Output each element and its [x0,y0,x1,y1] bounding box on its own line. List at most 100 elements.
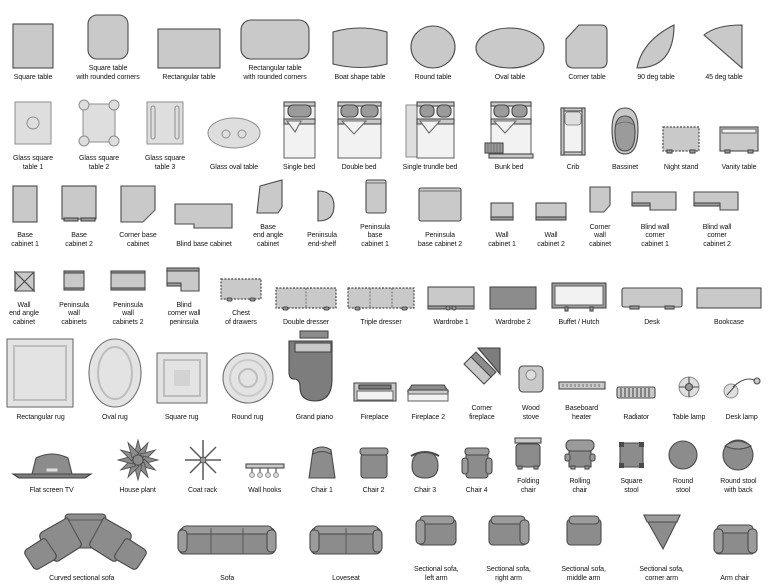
symbol-peninsula-base-cabinet-1[interactable]: Peninsula base cabinet 1 [348,175,402,249]
symbol-blind-corner-wall-peninsula[interactable]: Blind corner wall peninsula [156,253,212,327]
symbol-label: Round rug [231,413,264,421]
symbol-triple-dresser[interactable]: Triple dresser [342,270,420,327]
symbol-rolling-chair[interactable]: Rolling chair [554,427,606,495]
symbol-sectional-sofa-middle-arm[interactable]: Sectional sofa, middle arm [546,501,622,583]
symbol-wall-cabinet-2[interactable]: Wall cabinet 2 [526,183,576,249]
symbol-base-cabinet-2[interactable]: Base cabinet 2 [50,183,108,249]
symbol-chair-1[interactable]: Chair 1 [296,436,348,495]
symbol-corner-base-cabinet[interactable]: Corner base cabinet [108,183,168,249]
symbol-corner-fireplace[interactable]: Corner fireplace [456,326,509,422]
symbol-peninsula-end-shelf[interactable]: Peninsula end-shelf [296,183,348,249]
symbol-blind-base-cabinet[interactable]: Blind base cabinet [168,192,240,249]
symbol-wall-cabinet-1[interactable]: Wall cabinet 1 [478,183,526,249]
symbol-wall-hooks[interactable]: Wall hooks [233,436,296,495]
symbol-label: Desk [644,318,660,326]
symbol-vanity-table[interactable]: Vanity table [710,99,768,172]
symbol-curved-sectional-sofa[interactable]: Curved sectional sofa [0,510,163,583]
bassinet-icon [607,99,643,161]
symbol-bookcase[interactable]: Bookcase [690,270,768,327]
symbol-label: Oval table [494,73,526,81]
symbol-rectangular-rug[interactable]: Rectangular rug [0,335,81,422]
symbol-chair-3[interactable]: Chair 3 [399,436,451,495]
fireplace-icon [351,335,399,411]
symbol-folding-chair[interactable]: Folding chair [502,427,554,495]
symbol-buffet-hutch[interactable]: Buffet / Hutch [544,270,614,327]
symbol-bunk-bed[interactable]: Bunk bed [470,99,548,172]
symbol-label: Square stool [620,478,643,494]
symbol-45-deg-table[interactable]: 45 deg table [690,21,758,82]
symbol-night-stand[interactable]: Night stand [652,99,710,172]
symbol-rectangular-table-rounded[interactable]: Rectangular table with rounded corners [228,12,322,82]
symbol-90-deg-table[interactable]: 90 deg table [622,21,690,82]
blind-wall-corner-cabinet-1-icon [628,175,682,221]
coat-rack-icon [180,436,226,484]
symbol-radiator[interactable]: Radiator [610,335,663,422]
symbol-glass-square-table-2[interactable]: Glass square table 2 [66,94,132,172]
symbol-base-cabinet-1[interactable]: Base cabinet 1 [0,183,50,249]
symbol-round-rug[interactable]: Round rug [215,335,281,422]
symbol-desk[interactable]: Desk [614,270,690,327]
symbol-label: Wood stove [521,405,540,421]
symbol-fireplace-2[interactable]: Fireplace 2 [401,335,456,422]
symbol-coat-rack[interactable]: Coat rack [172,436,233,495]
chest-of-drawers-icon [217,261,265,307]
symbol-rectangular-table[interactable]: Rectangular table [150,21,228,82]
symbol-corner-table[interactable]: Corner table [552,21,622,82]
symbol-label: Triple dresser [360,318,402,326]
symbol-oval-rug[interactable]: Oval rug [81,335,149,422]
symbol-desk-lamp[interactable]: Desk lamp [715,335,768,422]
symbol-arm-chair[interactable]: Arm chair [701,510,768,583]
symbol-single-trundle-bed[interactable]: Single trundle bed [390,99,470,172]
symbol-fireplace[interactable]: Fireplace [348,335,401,422]
symbol-round-table[interactable]: Round table [398,21,468,82]
symbol-wall-end-angle-cabinet[interactable]: Wall end angle cabinet [0,253,48,327]
symbol-crib[interactable]: Crib [548,99,598,172]
desk-icon [619,270,685,316]
symbol-square-stool[interactable]: Square stool [606,427,658,495]
symbol-double-bed[interactable]: Double bed [328,99,390,172]
symbol-bassinet[interactable]: Bassinet [598,99,652,172]
symbol-single-bed[interactable]: Single bed [270,99,328,172]
symbol-base-end-angle-cabinet[interactable]: Base end angle cabinet [240,175,296,249]
symbol-table-lamp[interactable]: Table lamp [663,335,716,422]
symbol-round-stool-with-back[interactable]: Round stool with back [709,427,768,495]
symbol-label: House plant [119,486,156,494]
symbol-blind-wall-corner-cabinet-1[interactable]: Blind wall corner cabinet 1 [624,175,686,249]
symbol-sofa[interactable]: Sofa [163,510,290,583]
symbol-peninsula-wall-cabinets[interactable]: Peninsula wall cabinets [48,253,100,327]
symbol-loveseat[interactable]: Loveseat [291,510,401,583]
symbol-oval-table[interactable]: Oval table [468,21,552,82]
symbol-boat-shape-table[interactable]: Boat shape table [322,21,398,82]
symbol-blind-wall-corner-cabinet-2[interactable]: Blind wall corner cabinet 2 [686,175,748,249]
symbol-sectional-sofa-right-arm[interactable]: Sectional sofa, right arm [471,501,545,583]
symbol-square-table-rounded[interactable]: Square table with rounded corners [66,12,150,82]
symbol-glass-square-table-1[interactable]: Glass square table 1 [0,94,66,172]
symbol-sectional-sofa-corner-arm[interactable]: Sectional sofa, corner arm [622,501,702,583]
symbol-chair-4[interactable]: Chair 4 [451,436,503,495]
symbol-square-rug[interactable]: Square rug [149,335,215,422]
symbol-sectional-sofa-left-arm[interactable]: Sectional sofa, left arm [401,501,471,583]
symbol-wood-stove[interactable]: Wood stove [508,326,553,422]
symbol-flat-screen-tv[interactable]: Flat screen TV [0,436,103,495]
symbol-chair-2[interactable]: Chair 2 [348,436,400,495]
symbol-label: Rectangular table with rounded corners [243,65,307,81]
chair-4-icon [457,436,497,484]
symbol-peninsula-base-cabinet-2[interactable]: Peninsula base cabinet 2 [402,183,478,249]
symbol-grand-piano[interactable]: Grand piano [280,327,348,422]
symbol-corner-wall-cabinet[interactable]: Corner wall cabinet [576,175,624,249]
symbol-double-dresser[interactable]: Double dresser [270,270,342,327]
symbol-square-table[interactable]: Square table [0,21,66,82]
desk-lamp-icon [720,335,764,411]
folding-chair-icon [508,427,548,475]
symbol-glass-oval-table[interactable]: Glass oval table [198,103,270,172]
symbol-peninsula-wall-cabinets-2[interactable]: Peninsula wall cabinets 2 [100,253,156,327]
symbol-baseboard-heater[interactable]: Baseboard heater [553,326,609,422]
single-trundle-bed-icon [402,99,458,161]
symbol-round-stool[interactable]: Round stool [657,427,709,495]
symbol-chest-of-drawers[interactable]: Chest of drawers [212,261,270,327]
symbol-glass-square-table-3[interactable]: Glass square table 3 [132,94,198,172]
symbol-wardrobe-1[interactable]: Wardrobe 1 [420,270,482,327]
radiator-icon [612,335,660,411]
symbol-house-plant[interactable]: House plant [103,436,172,495]
symbol-wardrobe-2[interactable]: Wardrobe 2 [482,270,544,327]
